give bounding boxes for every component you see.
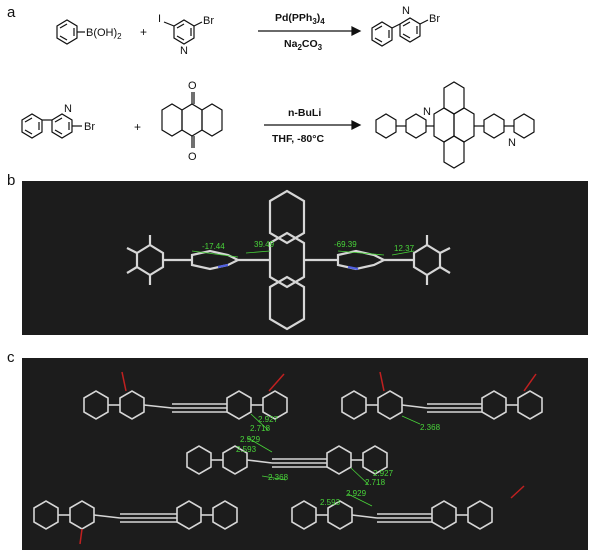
bromine-label-reagent-2: Br bbox=[84, 121, 95, 133]
base-label: Na2CO3 bbox=[284, 38, 323, 52]
plus-sign-2: + bbox=[134, 120, 141, 134]
plus-sign-1: + bbox=[140, 25, 147, 39]
nitrogen-label-1: N bbox=[180, 45, 188, 57]
contact-distance-10: 2.593 bbox=[320, 498, 341, 507]
nitrogen-label-product-2a: N bbox=[423, 106, 431, 118]
molecule-skeleton bbox=[126, 189, 451, 331]
torsion-angle-4: 12.37 bbox=[394, 244, 415, 253]
iodine-label: I bbox=[158, 13, 161, 25]
reagent-condition-2: THF, -80°C bbox=[272, 133, 324, 145]
contact-distance-5: 2.368 bbox=[268, 473, 289, 482]
phenylboronic-acid-structure bbox=[56, 19, 85, 45]
bromine-label-product-1: Br bbox=[429, 13, 440, 25]
arrow-head-1 bbox=[351, 26, 362, 36]
torsion-angle-1: -17.44 bbox=[202, 242, 225, 251]
contact-distance-9: 2.929 bbox=[346, 489, 367, 498]
contact-distance-1: 2.927 bbox=[258, 415, 279, 424]
phenylbromopyridine-product-1 bbox=[371, 17, 429, 47]
boronic-acid-label: B(OH)2 bbox=[86, 27, 122, 41]
arrow-head-2 bbox=[351, 120, 362, 130]
crystal-packing-panel-c: 2.927 2.718 2.929 2.593 2.368 2.368 2.92… bbox=[22, 358, 588, 550]
contact-distance-2: 2.718 bbox=[250, 424, 271, 433]
panel-label-a: a bbox=[7, 4, 16, 21]
torsion-angle-3: -69.39 bbox=[334, 240, 357, 249]
bromine-label-1: Br bbox=[203, 15, 214, 27]
contact-distance-7: 2.927 bbox=[373, 469, 394, 478]
oxygen-bonds bbox=[79, 371, 537, 545]
contact-distance-8: 2.718 bbox=[365, 478, 386, 487]
nitrogen-label-product-2b: N bbox=[508, 137, 516, 149]
panel-label-c: c bbox=[7, 349, 15, 366]
crystal-structure-panel-b: -17.44 39.49 -69.39 12.37 bbox=[22, 181, 588, 335]
torsion-angle-2: 39.49 bbox=[254, 240, 275, 249]
nitrogen-label-product-1: N bbox=[402, 5, 410, 17]
catalyst-label: Pd(PPh3)4 bbox=[275, 12, 325, 26]
contact-distance-4: 2.593 bbox=[236, 445, 257, 454]
oxygen-label-top: O bbox=[188, 80, 197, 92]
oxygen-label-bottom: O bbox=[188, 151, 197, 163]
anthraquinone-structure bbox=[161, 92, 223, 148]
reaction-scheme: B(OH)2 + I Br N Pd(PPh3)4 Na2CO3 N Br N … bbox=[21, 5, 535, 169]
panel-label-b: b bbox=[7, 172, 16, 189]
reagent-condition-1: n-BuLi bbox=[288, 107, 321, 119]
iodo-bromopyridine-structure bbox=[163, 19, 203, 45]
contact-lines bbox=[247, 413, 421, 507]
nitrogen-label-reagent-2: N bbox=[64, 103, 72, 115]
phenylbromopyridine-reagent bbox=[21, 113, 82, 139]
packing-molecules bbox=[33, 390, 543, 530]
contact-distance-3: 2.929 bbox=[240, 435, 261, 444]
bis-pyridyl-anthracene-product bbox=[375, 81, 535, 169]
torsion-markers bbox=[191, 250, 415, 258]
contact-distance-6: 2.368 bbox=[420, 423, 441, 432]
nitrogen-atoms bbox=[217, 263, 359, 271]
